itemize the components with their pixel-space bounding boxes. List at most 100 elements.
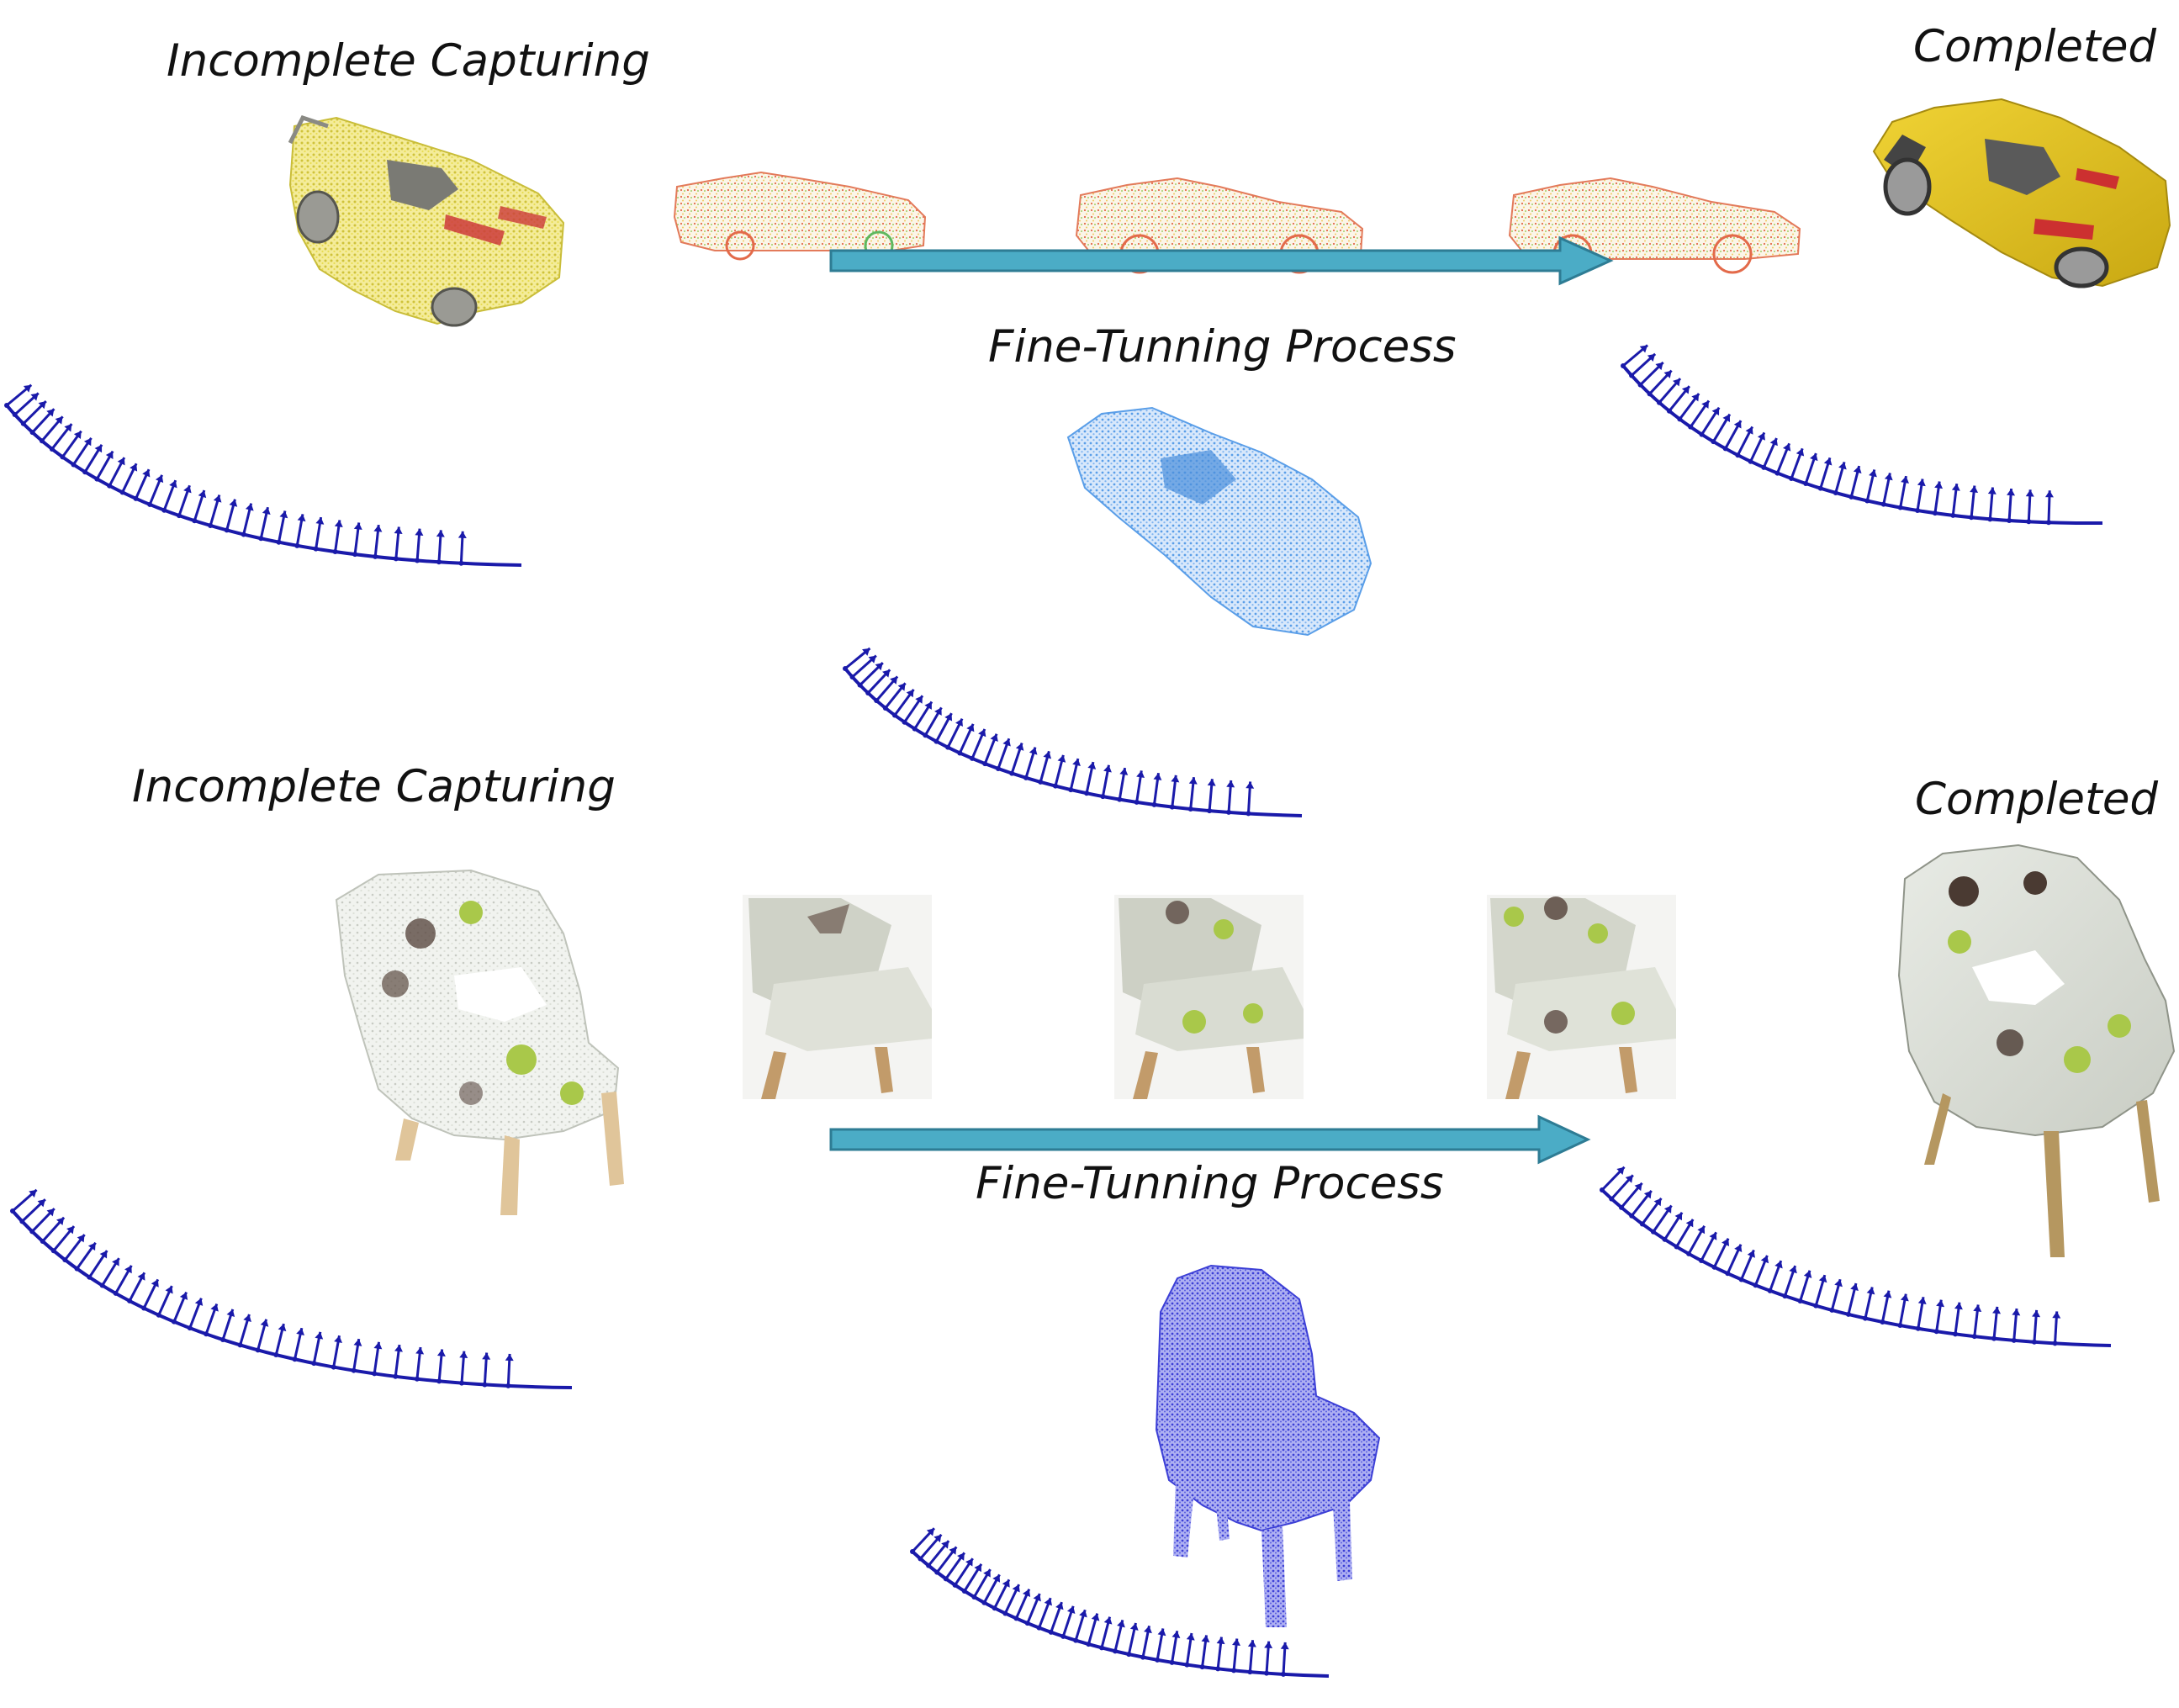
camera-direction-arrowhead bbox=[436, 530, 445, 537]
camera-position-dot bbox=[482, 1382, 488, 1388]
camera-direction-arrowhead bbox=[2052, 1311, 2061, 1319]
camera-position-dot bbox=[1833, 489, 1838, 495]
camera-position-dot bbox=[1880, 501, 1886, 507]
camera-direction-arrowhead bbox=[94, 444, 103, 453]
car-incomplete-trajectory bbox=[4, 383, 522, 567]
camera-direction-arrowhead bbox=[353, 522, 362, 530]
camera-position-dot bbox=[1688, 424, 1694, 430]
camera-direction-arrowhead bbox=[1012, 1584, 1020, 1593]
camera-direction-arrowhead bbox=[87, 1242, 96, 1251]
camera-direction-arrowhead bbox=[315, 1331, 324, 1340]
chair-incomplete-label: Incomplete Capturing bbox=[132, 761, 616, 812]
camera-direction-arrowhead bbox=[1734, 1244, 1743, 1253]
camera-direction-arrowhead bbox=[1674, 1212, 1683, 1221]
camera-direction-arrowhead bbox=[1747, 1250, 1755, 1258]
camera-direction-arrowhead bbox=[1171, 775, 1180, 783]
camera-direction-arrowhead bbox=[1917, 1297, 1927, 1305]
camera-direction-arrowhead bbox=[906, 689, 914, 698]
camera-position-dot bbox=[1782, 1293, 1788, 1299]
camera-position-dot bbox=[1048, 1629, 1054, 1635]
camera-direction-arrowhead bbox=[243, 1314, 251, 1323]
camera-direction-arrowhead bbox=[124, 1265, 132, 1274]
camera-direction-arrowhead bbox=[1782, 443, 1791, 452]
camera-direction-arrowhead bbox=[1186, 1632, 1195, 1641]
camera-direction-arrowhead bbox=[1663, 370, 1672, 378]
camera-position-dot bbox=[1184, 1662, 1190, 1668]
camera-direction-arrowhead bbox=[1264, 1641, 1273, 1649]
camera-position-dot bbox=[1797, 1298, 1803, 1304]
camera-position-dot bbox=[94, 476, 100, 482]
camera-direction-arrowhead bbox=[1117, 1620, 1125, 1628]
camera-position-dot bbox=[1829, 1307, 1835, 1313]
camera-position-dot bbox=[1738, 1277, 1744, 1282]
camera-direction-arrowhead bbox=[213, 494, 222, 503]
camera-direction-arrowhead bbox=[99, 1251, 108, 1259]
camera-position-dot bbox=[29, 430, 35, 436]
camera-direction-arrowhead bbox=[73, 431, 82, 439]
camera-direction-arrowhead bbox=[1655, 362, 1663, 371]
camera-position-dot bbox=[1932, 510, 1938, 516]
camera-position-dot bbox=[177, 513, 182, 519]
camera-position-dot bbox=[39, 438, 45, 444]
camera-direction-arrowhead bbox=[112, 1258, 119, 1266]
car-incomplete-point-cloud bbox=[288, 114, 565, 327]
camera-position-dot bbox=[1169, 804, 1175, 810]
camera-direction-arrowhead bbox=[1015, 743, 1024, 751]
chair-completed-trajectory bbox=[1600, 1166, 2112, 1347]
camera-position-dot bbox=[1621, 363, 1626, 368]
camera-direction-arrowhead bbox=[1033, 1594, 1041, 1602]
camera-direction-arrowhead bbox=[457, 531, 467, 539]
camera-direction-arrowhead bbox=[1002, 738, 1011, 747]
camera-position-dot bbox=[1126, 1652, 1132, 1658]
car-progress-arrow bbox=[829, 235, 1614, 286]
camera-direction-arrowhead bbox=[245, 503, 254, 511]
camera-position-dot bbox=[436, 559, 442, 565]
camera-direction-arrowhead bbox=[1936, 1299, 1945, 1308]
camera-direction-arrowhead bbox=[1091, 1613, 1100, 1621]
camera-direction-arrowhead bbox=[1823, 457, 1833, 466]
camera-direction-arrowhead bbox=[1722, 414, 1731, 422]
camera-direction-arrowhead bbox=[862, 648, 870, 656]
camera-position-dot bbox=[1953, 1331, 1959, 1337]
camera-direction-arrowhead bbox=[1103, 1616, 1113, 1625]
camera-direction-arrowhead bbox=[1136, 770, 1145, 779]
camera-direction-arrowhead bbox=[2044, 490, 2054, 498]
camera-position-dot bbox=[12, 412, 18, 418]
camera-direction-arrowhead bbox=[1119, 768, 1129, 775]
camera-direction-arrowhead bbox=[1216, 1637, 1225, 1645]
camera-direction-arrowhead bbox=[37, 1199, 45, 1208]
camera-position-dot bbox=[99, 1282, 105, 1288]
camera-position-dot bbox=[1246, 811, 1251, 817]
camera-direction-arrowhead bbox=[949, 1547, 957, 1555]
camera-direction-arrowhead bbox=[1280, 1642, 1289, 1650]
camera-direction-arrowhead bbox=[151, 1279, 159, 1288]
camera-position-dot bbox=[1024, 1621, 1030, 1626]
camera-direction-arrowhead bbox=[1917, 479, 1926, 487]
camera-position-dot bbox=[1864, 498, 1870, 504]
camera-position-dot bbox=[505, 1383, 511, 1388]
camera-position-dot bbox=[1038, 779, 1044, 785]
camera-direction-arrowhead bbox=[2007, 489, 2016, 496]
camera-position-dot bbox=[332, 549, 338, 555]
camera-direction-arrowhead bbox=[1625, 1175, 1633, 1183]
camera-direction-arrowhead bbox=[1838, 462, 1847, 470]
chair-point-cloud-blue bbox=[1155, 1264, 1381, 1627]
camera-position-dot bbox=[1862, 1315, 1868, 1321]
camera-direction-arrowhead bbox=[1992, 1306, 2002, 1314]
camera-direction-arrowhead bbox=[1866, 1287, 1875, 1295]
camera-position-dot bbox=[1231, 1668, 1237, 1674]
camera-position-dot bbox=[1629, 1213, 1635, 1219]
camera-direction-arrowhead bbox=[890, 676, 898, 685]
camera-position-dot bbox=[982, 761, 988, 767]
camera-direction-arrowhead bbox=[1232, 1638, 1241, 1646]
camera-position-dot bbox=[1155, 1657, 1161, 1663]
camera-direction-arrowhead bbox=[117, 457, 125, 466]
camera-direction-arrowhead bbox=[965, 1558, 973, 1567]
camera-direction-arrowhead bbox=[1900, 1293, 1909, 1302]
camera-position-dot bbox=[1674, 1244, 1679, 1250]
camera-position-dot bbox=[1933, 1329, 1939, 1335]
camera-position-dot bbox=[2052, 1340, 2058, 1346]
camera-direction-arrowhead bbox=[1803, 1270, 1812, 1278]
camera-direction-arrowhead bbox=[1769, 437, 1778, 447]
